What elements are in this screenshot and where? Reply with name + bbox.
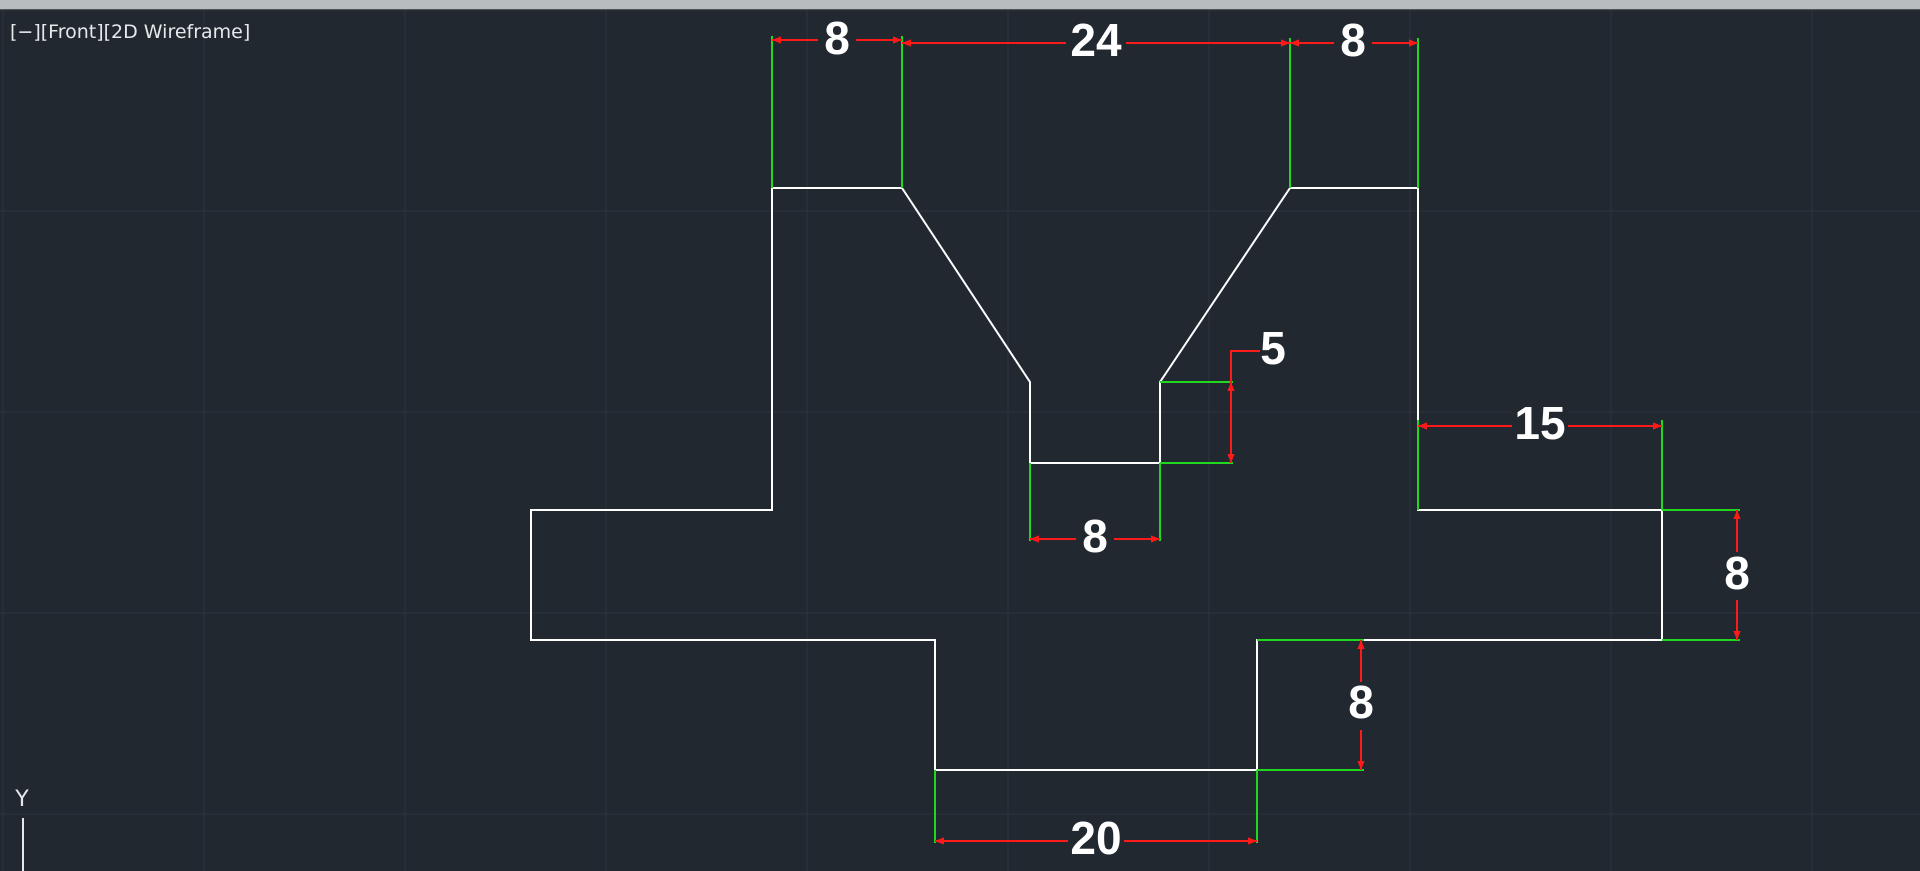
ucs-y-label: Y xyxy=(14,787,29,812)
dim-text-notch-bottom[interactable]: 8 xyxy=(1082,510,1108,562)
dim-text-right-arm-height[interactable]: 8 xyxy=(1724,547,1750,599)
viewport-controls-label[interactable]: [−][Front][2D Wireframe] xyxy=(10,21,251,43)
grid xyxy=(0,9,1920,871)
extension-lines xyxy=(771,36,1740,843)
dim-text-top-left[interactable]: 8 xyxy=(824,12,850,64)
dim-text-notch-depth[interactable]: 5 xyxy=(1260,322,1286,374)
dim-text-bottom-step[interactable]: 8 xyxy=(1348,676,1374,728)
dim-text-bottom-foot[interactable]: 20 xyxy=(1070,812,1121,864)
dim-text-top-gap[interactable]: 24 xyxy=(1070,14,1122,66)
part-outline[interactable] xyxy=(530,187,1663,771)
dimension-lines xyxy=(772,36,1741,845)
dim-text-top-right[interactable]: 8 xyxy=(1340,14,1366,66)
dim-text-right-arm[interactable]: 15 xyxy=(1514,397,1565,449)
ucs-icon: Y xyxy=(14,787,29,871)
dimension-texts: 8 24 8 5 15 8 8 8 20 xyxy=(818,12,1752,864)
dim-leader-notch-depth xyxy=(1230,350,1260,382)
